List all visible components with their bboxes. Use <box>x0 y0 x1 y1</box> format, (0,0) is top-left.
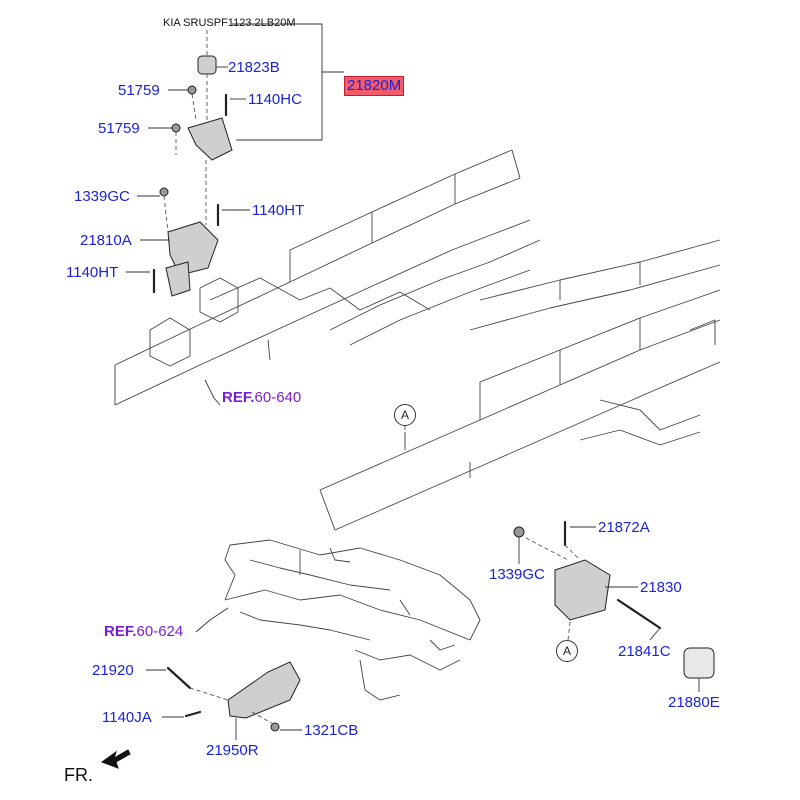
bracket-21810A-lower <box>165 261 191 297</box>
pad-21880E <box>683 647 715 679</box>
bushing-21823B <box>197 55 217 75</box>
front-frame-rail <box>114 149 721 406</box>
part-label-1140JA[interactable]: 1140JA <box>102 709 152 726</box>
ref-number: 60-640 <box>254 389 302 406</box>
part-label-21872A[interactable]: 21872A <box>598 519 650 536</box>
bracket-line-21820M <box>232 23 323 141</box>
bracket-21820M <box>187 117 233 161</box>
marker-a-mount: A <box>556 640 578 662</box>
part-label-21920[interactable]: 21920 <box>92 662 134 679</box>
mount-21830 <box>554 559 611 621</box>
part-label-21830[interactable]: 21830 <box>640 579 682 596</box>
nut-1339GC-a <box>159 187 169 197</box>
dash-align-12 <box>251 711 276 726</box>
part-label-21810A[interactable]: 21810A <box>80 232 132 249</box>
part-label-21880E[interactable]: 21880E <box>668 694 720 711</box>
part-label-1140HT-b[interactable]: 1140HT <box>66 264 119 281</box>
part-label-21820M[interactable]: 21820M <box>344 76 405 96</box>
part-label-21950R[interactable]: 21950R <box>206 742 259 759</box>
mount-21810A <box>167 221 219 276</box>
dash-align-11 <box>189 687 229 701</box>
nut-1339GC-b <box>513 526 525 538</box>
subframe <box>224 539 481 701</box>
diagram-header: KIA SRUSPF1123.2LB20M <box>163 17 296 29</box>
part-label-1140HC[interactable]: 1140HC <box>248 91 302 108</box>
dash-align-5 <box>191 93 197 121</box>
leader-21841C <box>649 627 661 641</box>
bolt-1140JA <box>184 710 202 718</box>
ref-number: 60-624 <box>136 623 184 640</box>
rod-21950R <box>227 661 301 719</box>
leader-ref-60-640 <box>204 379 221 406</box>
dash-align-9 <box>567 621 571 641</box>
bolt-21841C <box>616 598 662 630</box>
marker-a-frame: A <box>394 404 416 426</box>
part-label-51759-a[interactable]: 51759 <box>118 82 160 99</box>
bolt-21920 <box>166 666 192 690</box>
dash-align-4 <box>163 195 169 233</box>
dash-align-7 <box>525 537 569 561</box>
nut-51759-b <box>171 123 181 133</box>
part-label-21823B[interactable]: 21823B <box>228 59 280 76</box>
part-label-51759-b[interactable]: 51759 <box>98 120 140 137</box>
ref-prefix: REF. <box>104 623 137 640</box>
front-direction-label: FR. <box>64 765 93 785</box>
part-label-21841C[interactable]: 21841C <box>618 643 671 660</box>
front-arrow-icon <box>100 749 131 769</box>
dash-align-8 <box>564 544 581 561</box>
ref-prefix: REF. <box>222 389 255 406</box>
nut-1321CB <box>270 722 280 732</box>
ref-link-60-624[interactable]: REF.60-624 <box>104 623 183 641</box>
nut-51759-a <box>187 85 197 95</box>
rear-frame-rail <box>319 289 721 531</box>
part-label-1321CB[interactable]: 1321CB <box>304 722 359 739</box>
leader-ref-60-624 <box>195 607 229 633</box>
part-label-1140HT-a[interactable]: 1140HT <box>252 202 305 219</box>
ref-link-60-640[interactable]: REF.60-640 <box>222 389 301 407</box>
part-label-1339GC-a[interactable]: 1339GC <box>74 188 130 205</box>
part-label-1339GC-b[interactable]: 1339GC <box>489 566 545 583</box>
